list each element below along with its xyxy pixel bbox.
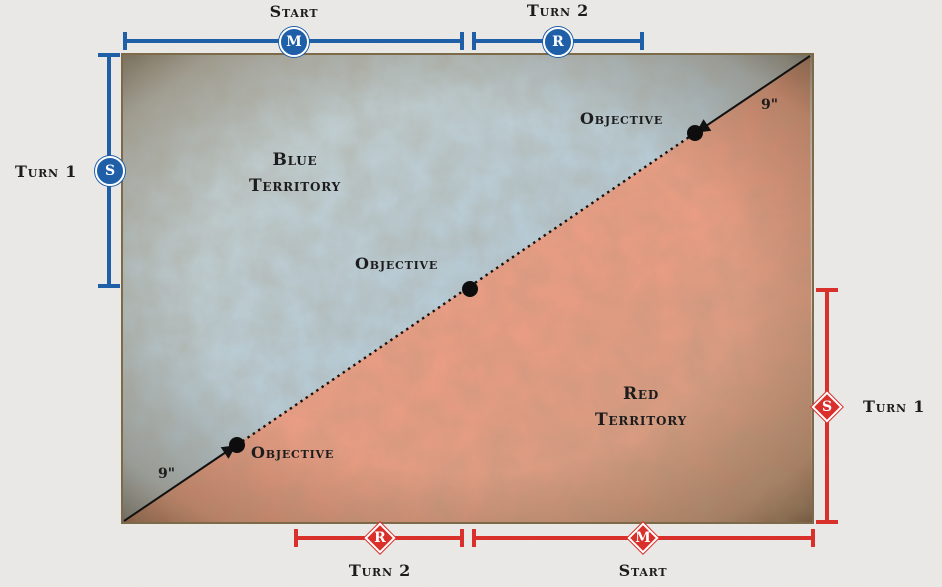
objective-label-center: Objective [355, 254, 439, 273]
blue-start-badge-letter: M [286, 34, 302, 50]
blue-turn1-badge-letter: S [104, 163, 116, 179]
distance-label-top: 9" [761, 97, 779, 113]
blue-start-label: Start [269, 2, 319, 21]
red-territory-line2: Territory [594, 410, 688, 430]
red-diamond-badge-icon: R [365, 523, 395, 553]
red-start-label: Start [618, 561, 668, 580]
red-territory-label: Red Territory [595, 381, 687, 433]
objective-marker-center [462, 281, 478, 297]
blue-circle-badge-icon: M [279, 27, 309, 57]
objective-label-top: Objective [580, 109, 664, 128]
distance-label-bottom: 9" [158, 466, 176, 482]
red-territory-line1: Red [622, 384, 660, 404]
blue-territory-line2: Territory [248, 176, 342, 196]
red-turn2-label: Turn 2 [348, 561, 412, 580]
distance-arrow-top [695, 55, 811, 133]
red-turn1-label: Turn 1 [863, 397, 926, 416]
objective-marker-top [687, 125, 703, 141]
blue-territory-line1: Blue [272, 150, 318, 170]
distance-arrow-bottom [123, 445, 237, 522]
blue-circle-badge-icon: R [543, 27, 573, 57]
red-turn2-badge-letter: R [374, 530, 386, 546]
objective-label-bottom: Objective [251, 443, 335, 462]
blue-turn2-label: Turn 2 [526, 1, 590, 20]
blue-turn1-label: Turn 1 [15, 162, 78, 181]
red-turn1-badge-letter: S [821, 399, 833, 415]
red-diamond-badge-icon: S [812, 392, 842, 422]
blue-territory-label: Blue Territory [249, 147, 341, 199]
objective-marker-bottom [229, 437, 245, 453]
blue-circle-badge-icon: S [95, 156, 125, 186]
red-diamond-badge-icon: M [628, 523, 658, 553]
blue-turn2-badge-letter: R [552, 34, 564, 50]
red-start-badge-letter: M [635, 530, 651, 546]
